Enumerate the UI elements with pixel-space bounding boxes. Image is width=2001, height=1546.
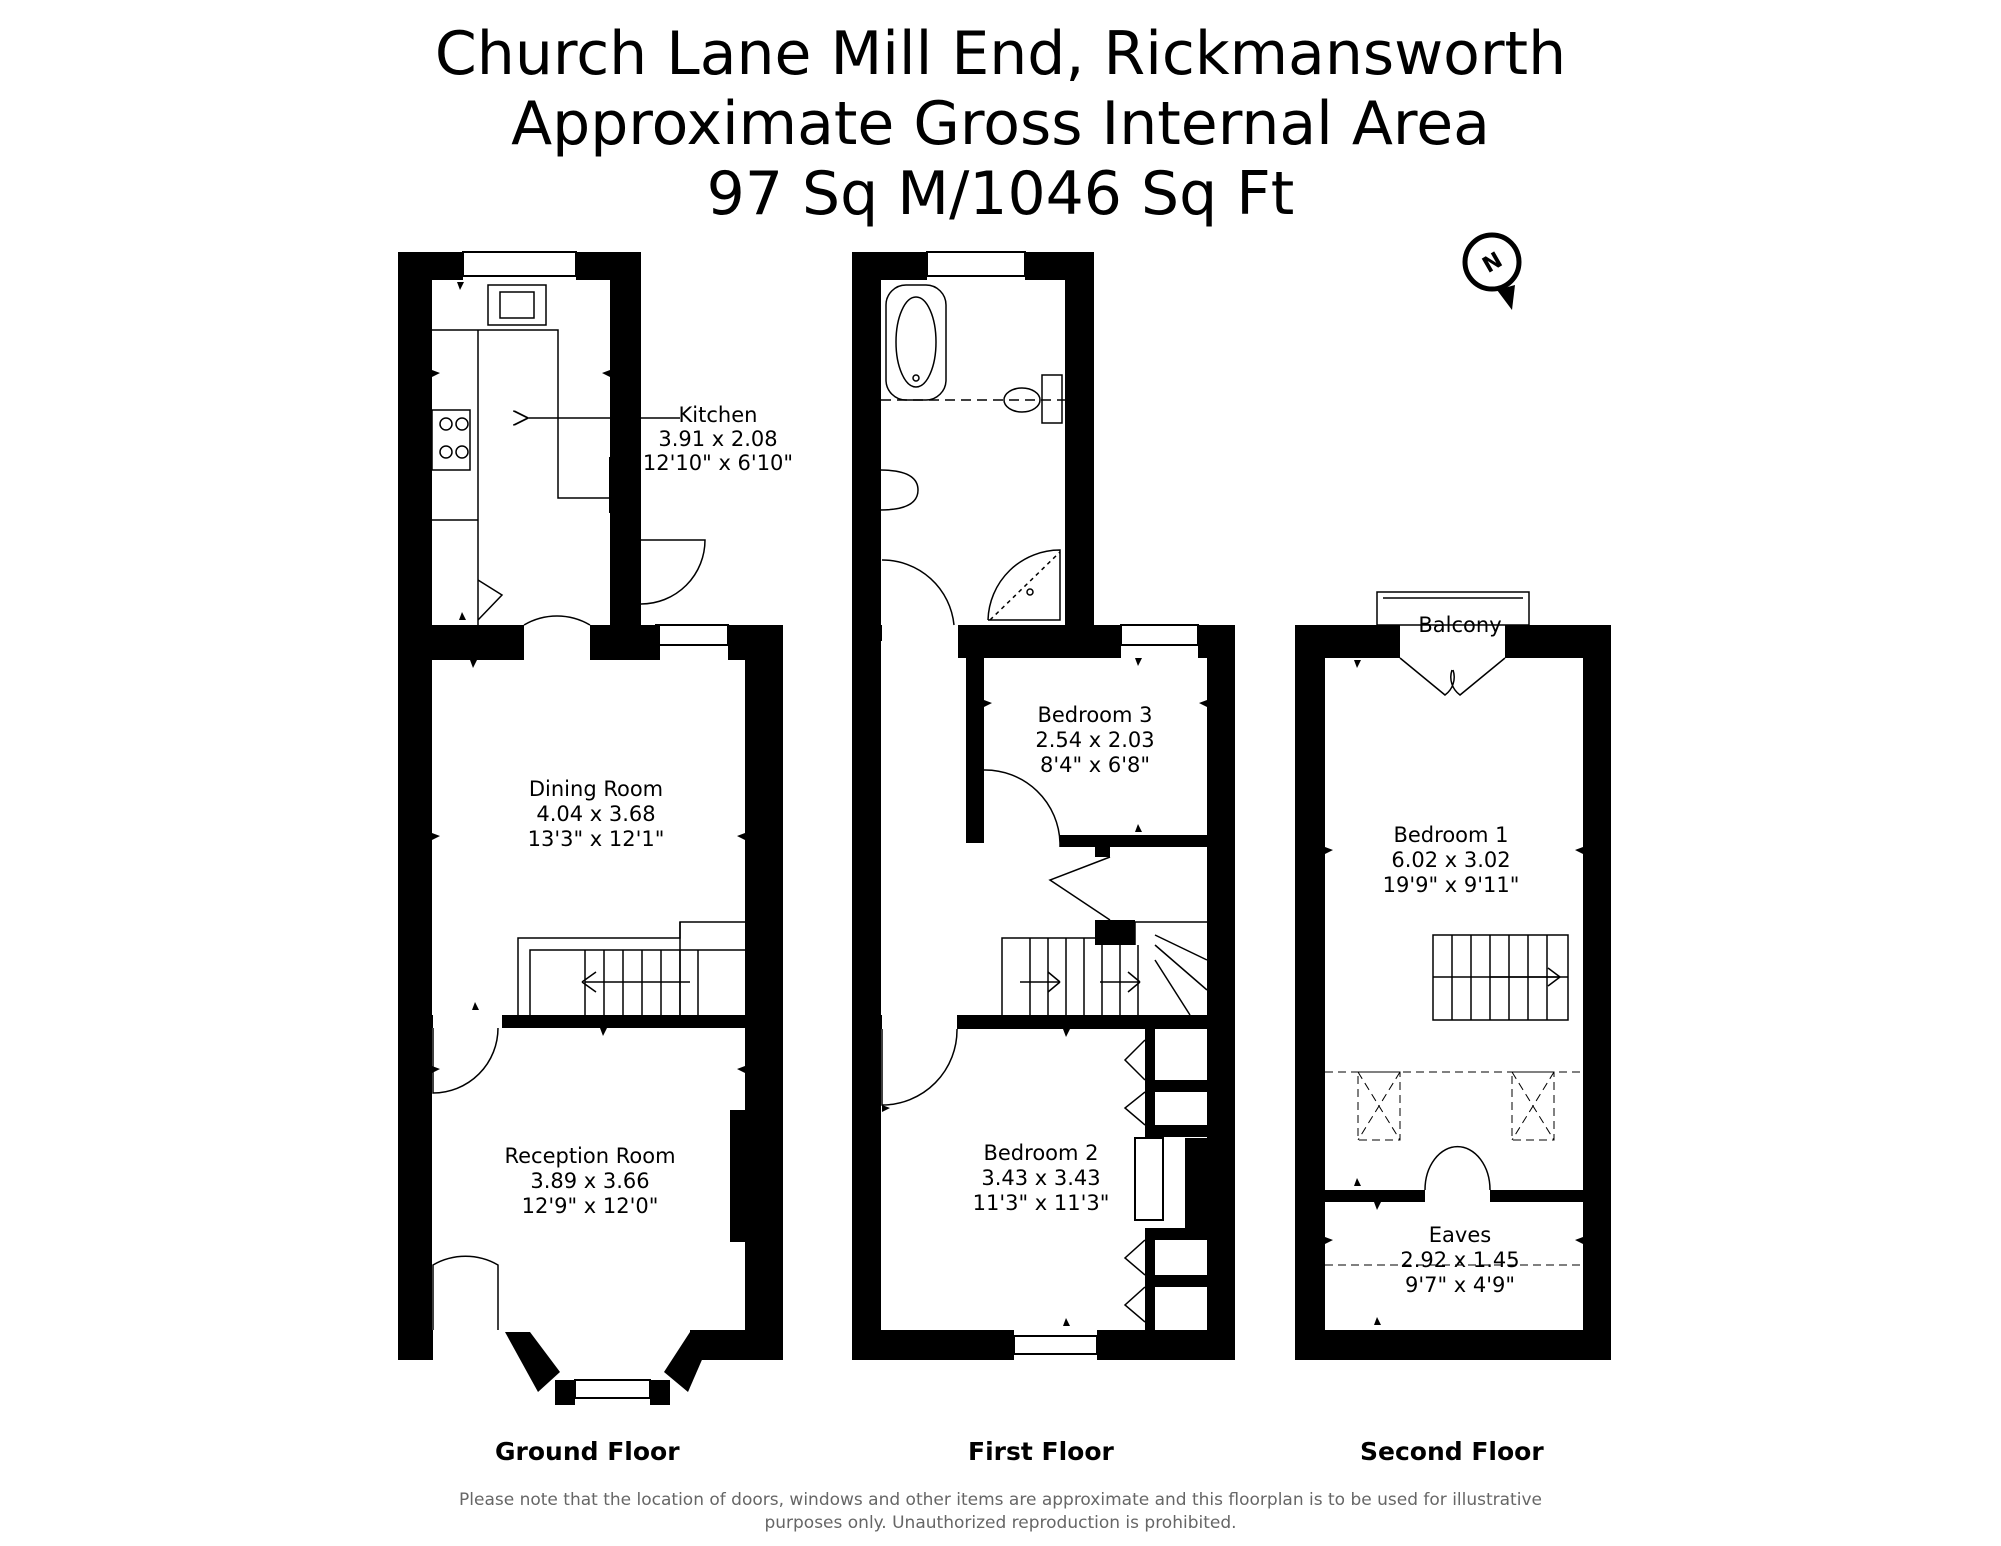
second-floor-stairs bbox=[1432, 934, 1569, 1021]
reception-room-metric: 3.89 x 3.66 bbox=[530, 1169, 649, 1193]
room-labels: Kitchen 3.91 x 2.08 12'10" x 6'10" Dinin… bbox=[504, 403, 1519, 1297]
first-floor-walls bbox=[852, 252, 1235, 1360]
first-floor-stairs bbox=[1001, 921, 1208, 1016]
title-line-1: Church Lane Mill End, Rickmansworth bbox=[434, 19, 1567, 89]
eaves-imperial: 9'7" x 4'9" bbox=[1405, 1273, 1515, 1297]
balcony-name: Balcony bbox=[1418, 613, 1501, 637]
balcony-and-doors bbox=[1376, 591, 1530, 1191]
kitchen-imperial: 12'10" x 6'10" bbox=[643, 451, 793, 475]
eaves-name: Eaves bbox=[1429, 1223, 1491, 1247]
disclaimer-line-1: Please note that the location of doors, … bbox=[459, 1490, 1542, 1510]
kitchen-units bbox=[431, 284, 610, 625]
second-floor-label: Second Floor bbox=[1360, 1437, 1544, 1466]
dining-room-name: Dining Room bbox=[529, 777, 663, 801]
kitchen-metric: 3.91 x 2.08 bbox=[658, 427, 777, 451]
bedroom-1-imperial: 19'9" x 9'11" bbox=[1383, 873, 1520, 897]
title-line-2: Approximate Gross Internal Area bbox=[511, 89, 1490, 159]
bedroom-1-metric: 6.02 x 3.02 bbox=[1391, 848, 1510, 872]
first-floor-plan bbox=[852, 251, 1235, 1360]
compass-icon: N bbox=[1462, 232, 1522, 310]
ground-floor-plan bbox=[398, 251, 783, 1405]
bedroom-2-metric: 3.43 x 3.43 bbox=[981, 1166, 1100, 1190]
reception-room-name: Reception Room bbox=[504, 1144, 675, 1168]
skylights bbox=[1325, 1071, 1583, 1266]
bedroom-3-imperial: 8'4" x 6'8" bbox=[1040, 753, 1150, 777]
ground-floor-doors bbox=[432, 539, 706, 1330]
ground-floor-label: Ground Floor bbox=[495, 1437, 680, 1466]
ground-floor-stairs bbox=[517, 921, 745, 1015]
dimension-markers bbox=[432, 282, 1583, 1326]
bedroom-2-imperial: 11'3" x 11'3" bbox=[973, 1191, 1110, 1215]
first-floor-label: First Floor bbox=[968, 1437, 1114, 1466]
second-floor-plan bbox=[1295, 591, 1611, 1360]
second-floor-walls bbox=[1295, 625, 1611, 1360]
bedroom-3-metric: 2.54 x 2.03 bbox=[1035, 728, 1154, 752]
disclaimer-line-2: purposes only. Unauthorized reproduction… bbox=[764, 1513, 1237, 1533]
ground-floor-windows bbox=[462, 251, 729, 1399]
eaves-metric: 2.92 x 1.45 bbox=[1400, 1248, 1519, 1272]
bedroom-1-name: Bedroom 1 bbox=[1393, 823, 1508, 847]
dining-room-metric: 4.04 x 3.68 bbox=[536, 802, 655, 826]
kitchen-name: Kitchen bbox=[679, 403, 758, 427]
dining-room-imperial: 13'3" x 12'1" bbox=[528, 827, 665, 851]
ground-floor-walls bbox=[398, 252, 783, 1405]
title-line-3: 97 Sq M/1046 Sq Ft bbox=[706, 159, 1295, 229]
first-floor-windows bbox=[926, 251, 1199, 1355]
bedroom-3-name: Bedroom 3 bbox=[1037, 703, 1152, 727]
bathroom-fixtures bbox=[879, 284, 1065, 621]
reception-room-imperial: 12'9" x 12'0" bbox=[522, 1194, 659, 1218]
first-floor-doors bbox=[881, 559, 1146, 1323]
bedroom-2-name: Bedroom 2 bbox=[983, 1141, 1098, 1165]
